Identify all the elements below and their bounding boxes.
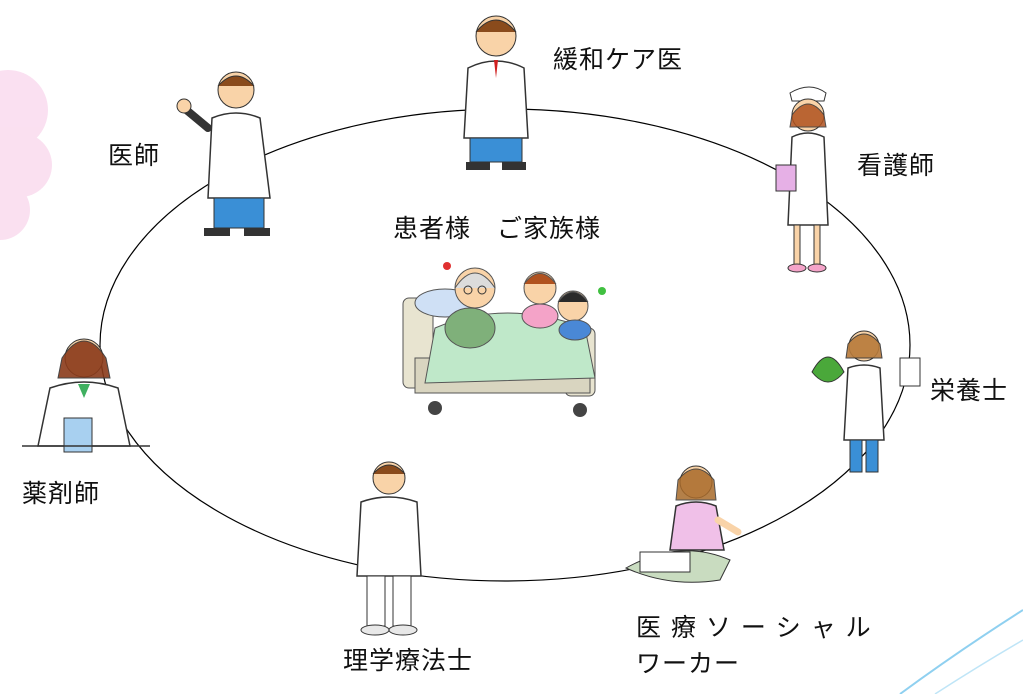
social-worker-label-line1: 医 療 ソ ー シ ャ ル [636,613,872,642]
decorative-bubbles [0,70,52,240]
center-label: 患者様 ご家族様 [393,214,602,243]
dietitian-figure [811,330,921,473]
palliative-doctor-figure [463,15,529,170]
nurse-figure [775,86,829,273]
doctor-label: 医師 [108,141,161,170]
palliative-doctor-label: 緩和ケア医 [553,45,684,74]
social-worker-figure [624,465,742,583]
decorative-swoosh [899,609,1023,694]
physical-therapist-figure [356,461,422,636]
pharmacist-label: 薬剤師 [22,479,101,508]
social-worker-label-line2: ワーカー [636,649,741,678]
dietitian-label: 栄養士 [930,376,1009,405]
nurse-label: 看護師 [857,151,936,180]
physical-therapist-label: 理学療法士 [343,646,474,675]
pharmacist-figure [22,338,150,453]
doctor-figure [176,71,271,236]
patient-family-illustration [402,262,606,417]
